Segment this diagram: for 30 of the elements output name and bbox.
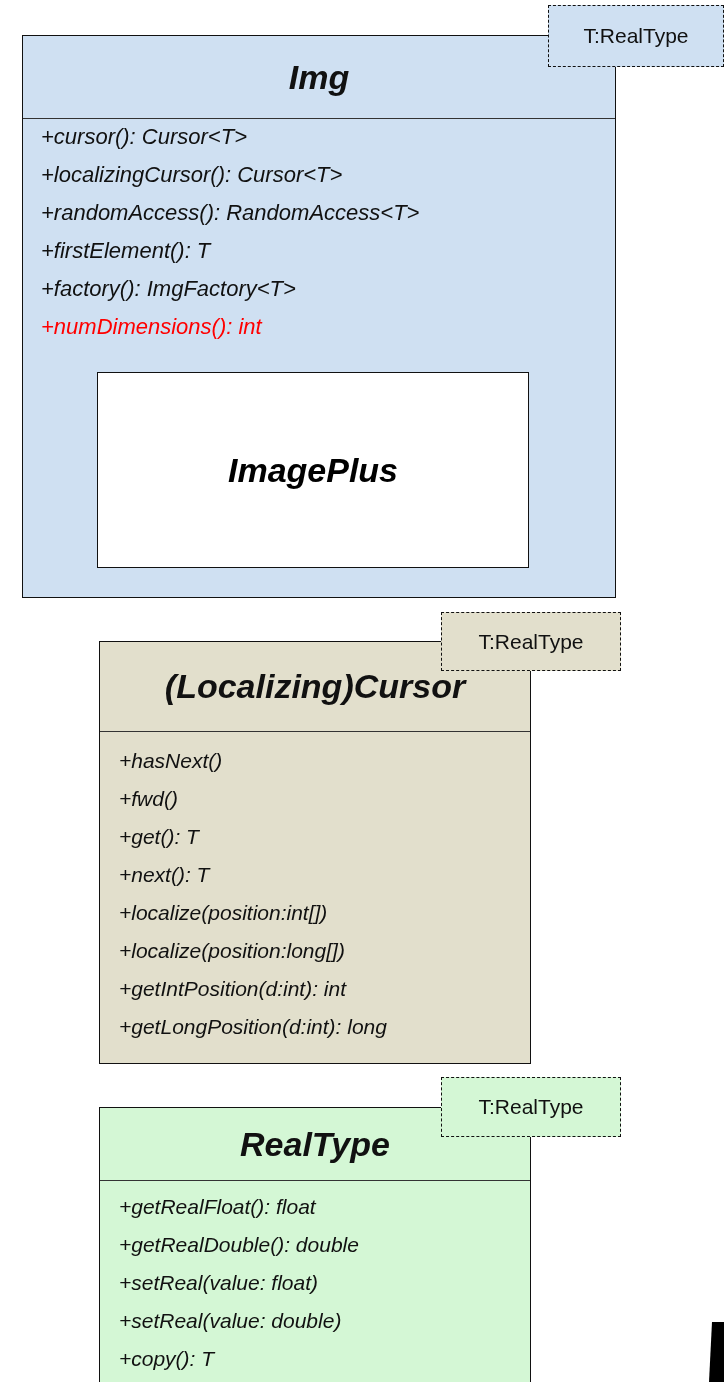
method-signature: +next(): T: [119, 863, 210, 888]
nested-class-box: [97, 372, 529, 568]
method-signature: +localize(position:long[]): [119, 939, 345, 964]
method-signature: +setReal(value: float): [119, 1271, 319, 1296]
method-signature: +cursor(): Cursor<T>: [41, 123, 247, 150]
method-signature: +getIntPosition(d:int): int: [119, 977, 347, 1002]
class-name: ImagePlus: [227, 450, 399, 490]
class-name: (Localizing)Cursor: [164, 667, 466, 706]
method-signature: +get(): T: [119, 825, 199, 850]
template-parameter: T:RealType: [583, 24, 689, 48]
template-parameter-box: [548, 5, 724, 67]
template-parameter-box: [441, 612, 621, 671]
method-signature: +firstElement(): T: [41, 237, 211, 264]
method-signature: +hasNext(): [119, 749, 223, 774]
method-signature: +numDimensions(): int: [41, 313, 262, 340]
method-signature: +copy(): T: [119, 1347, 215, 1372]
method-signature: +setReal(value: double): [119, 1309, 342, 1334]
method-signature: +localizingCursor(): Cursor<T>: [41, 161, 343, 188]
method-signature: +randomAccess(): RandomAccess<T>: [41, 199, 420, 226]
method-signature: +localize(position:int[]): [119, 901, 328, 926]
method-signature: +getLongPosition(d:int): long: [119, 1015, 387, 1040]
class-name: Img: [288, 57, 350, 97]
template-parameter: T:RealType: [478, 629, 584, 654]
method-signature: +fwd(): [119, 787, 178, 812]
method-signature: +getRealFloat(): float: [119, 1195, 316, 1220]
template-parameter: T:RealType: [478, 1095, 584, 1119]
class-name: RealType: [240, 1124, 390, 1164]
method-signature: +getRealDouble(): double: [119, 1233, 359, 1258]
template-parameter-box: [441, 1077, 621, 1137]
method-signature: +factory(): ImgFactory<T>: [41, 275, 296, 302]
